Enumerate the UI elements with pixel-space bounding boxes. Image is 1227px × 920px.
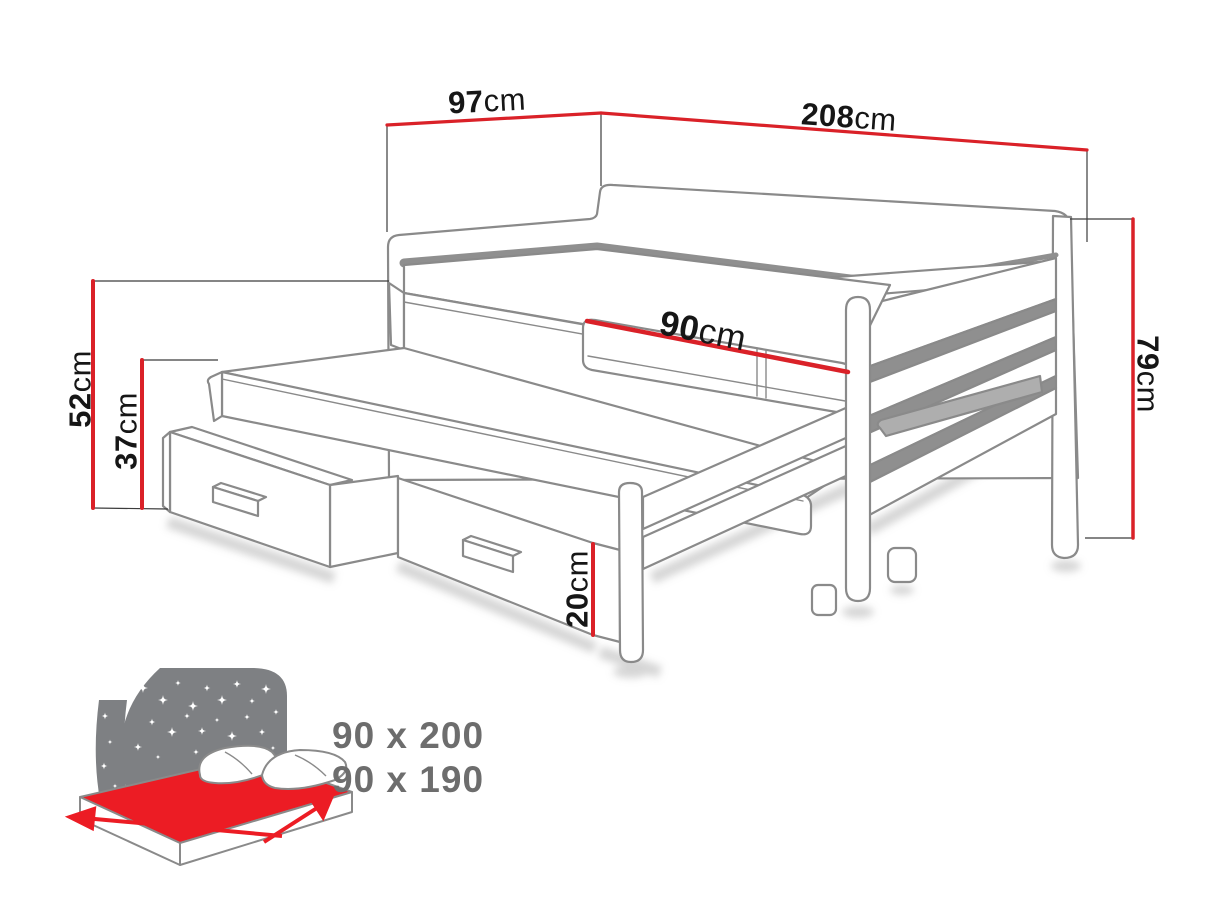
caster-wheels <box>810 546 918 617</box>
drawer-right-handle <box>461 534 523 574</box>
dimension-label-headboard-height: 79cm <box>1130 335 1166 413</box>
dimension-label-total-height: 52cm <box>62 350 98 428</box>
mattress-side-right <box>179 791 353 866</box>
dimension-line-guard-rail-90 <box>584 318 851 375</box>
middle-front-post <box>617 481 645 664</box>
mattress-size-lower: 90 x 190 <box>332 759 485 800</box>
size-arrows <box>64 795 335 844</box>
dimension-label-depth: 97cm <box>447 81 527 121</box>
dimension-lines <box>91 111 1135 637</box>
footboard-slats <box>860 256 1058 521</box>
drawer-left-handle <box>211 481 268 518</box>
starry-panel-left <box>95 700 128 800</box>
dimension-label-drawer-height: 20cm <box>559 550 595 628</box>
upper-platform-left-face <box>387 281 406 352</box>
drawer-right <box>396 476 595 637</box>
mattress-size-upper: 90 x 200 <box>332 715 485 756</box>
drawer-left <box>161 425 400 569</box>
dimension-line-depth-97 <box>385 111 603 127</box>
dimension-label-length: 208cm <box>800 96 898 138</box>
front-right-post <box>844 295 872 603</box>
back-right-post <box>1050 214 1080 560</box>
backrest-shadow-band <box>399 242 895 289</box>
dimension-line-length-208 <box>599 111 1089 152</box>
mattress-night-icon <box>64 668 353 866</box>
dimension-label-trundle-height: 37cm <box>108 392 144 470</box>
frame-front-sliver <box>591 541 622 644</box>
pillows <box>198 744 348 790</box>
extension-lines <box>92 113 1133 539</box>
